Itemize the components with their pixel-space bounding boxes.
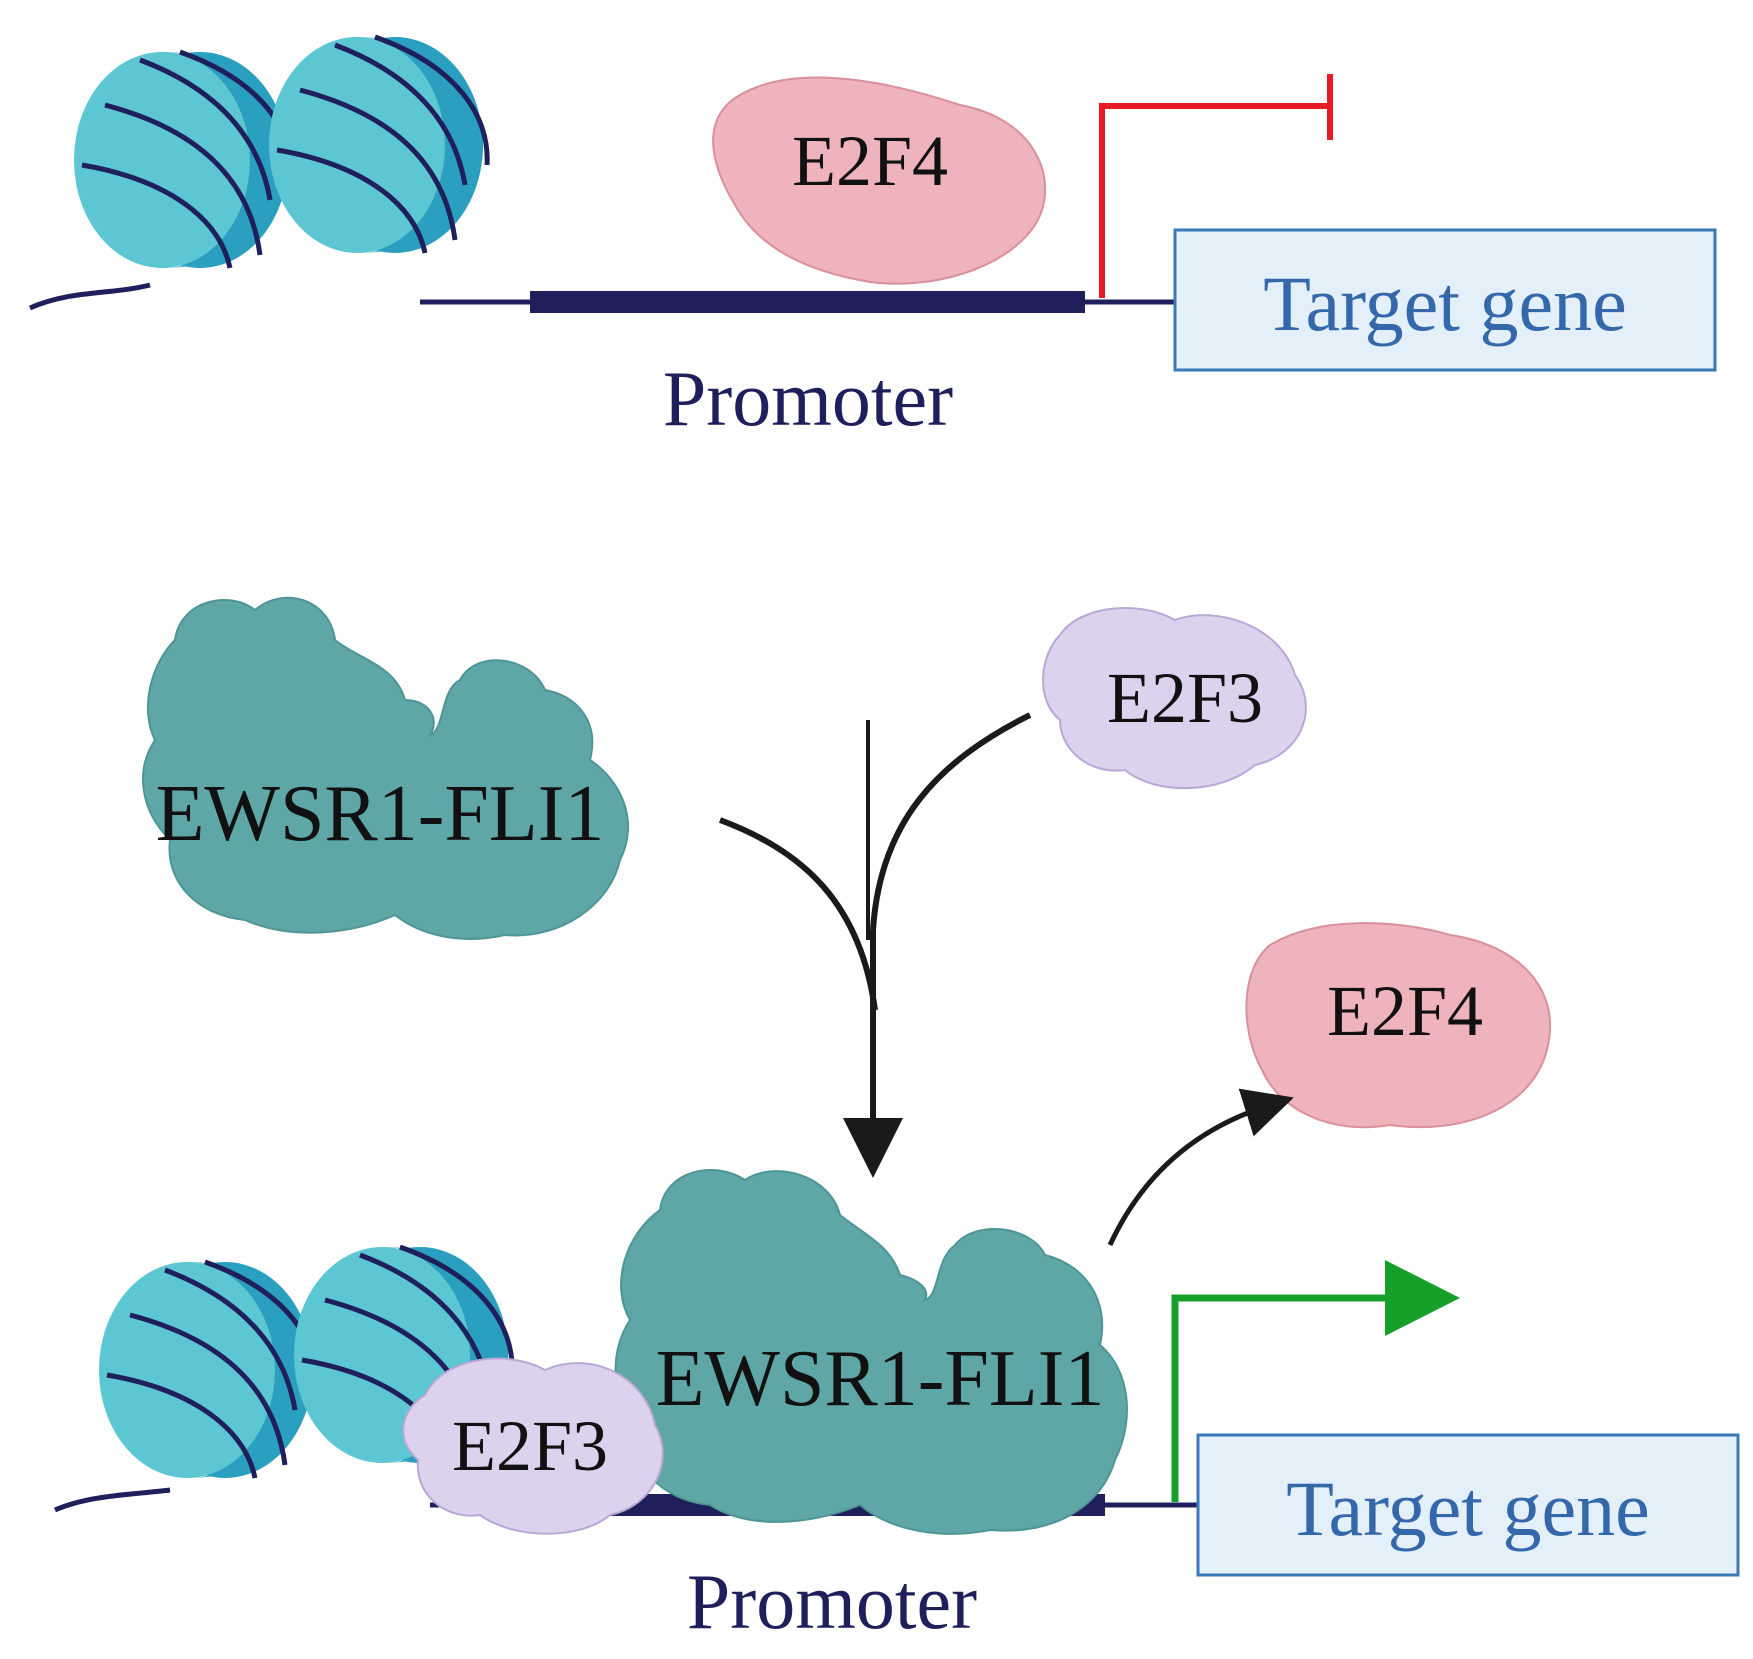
ewsr1-fli1-bound: EWSR1-FLI1 (614, 1169, 1128, 1535)
bottom-target-gene-box: Target gene (1196, 1433, 1740, 1577)
e2f3-free-label: E2F3 (1107, 658, 1263, 738)
bottom-target-gene-label: Target gene (1286, 1465, 1649, 1552)
right-angle-arrow-icon (1171, 1294, 1390, 1502)
e2f4-protein-bound: E2F4 (712, 76, 1047, 285)
nucleosome-icon (269, 37, 487, 253)
ewsr1-fli1-free-label: EWSR1-FLI1 (156, 770, 605, 858)
nucleosome-icon (99, 1262, 317, 1478)
bottom-panel: EWSR1-FLI1 E2F3 E2F4 EWSR1-FLI1 (54, 596, 1740, 1645)
ewsr1-fli1-bound-label: EWSR1-FLI1 (656, 1335, 1105, 1423)
top-target-gene-label: Target gene (1263, 260, 1626, 347)
e2f4-released: E2F4 (1245, 922, 1552, 1129)
top-panel: E2F4 Target gene Promoter (28, 37, 1717, 442)
release-arrow (1107, 1088, 1294, 1247)
converging-arrow-left (718, 817, 878, 1011)
top-target-gene-box: Target gene (1173, 228, 1717, 372)
top-promoter-label: Promoter (663, 355, 953, 442)
e2f4-label-top: E2F4 (792, 121, 948, 201)
t-bar-inhibition-icon (1099, 74, 1333, 298)
e2f3-bound: E2F3 (402, 1357, 664, 1535)
bottom-promoter-label: Promoter (687, 1558, 977, 1645)
e2f3-free: E2F3 (1042, 607, 1307, 790)
e2f3-bound-label: E2F3 (452, 1406, 608, 1486)
ewsr1-fli1-free: EWSR1-FLI1 (142, 596, 629, 940)
e2f4-released-label: E2F4 (1327, 971, 1483, 1051)
nucleosome-icon (74, 52, 292, 268)
converging-arrow-right (870, 712, 1032, 931)
activation-arrowhead (1385, 1260, 1460, 1336)
